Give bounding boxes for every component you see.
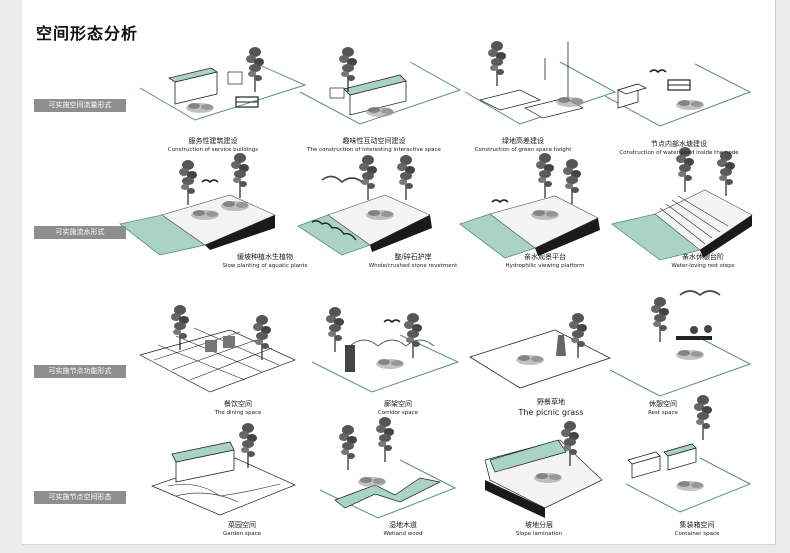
caption-rest-space: 休憩空间 Rest space xyxy=(588,400,738,418)
caption-stone-revetment: 整/碎石护岸 Whole/crushed stone revetment xyxy=(338,253,488,271)
caption-zh: 集装箱空间 xyxy=(679,521,715,529)
caption-water-pond: 节点内部水塘建设 Construction of water pond insi… xyxy=(604,140,754,158)
row-4-panels xyxy=(151,394,752,519)
panel-service-buildings xyxy=(139,46,307,121)
caption-picnic-grass: 野餐草地 The picnic grass xyxy=(476,398,626,418)
caption-rest-steps: 亲水休憩台阶 Water-loving rest steps xyxy=(628,253,778,271)
caption-en: Slope lamination xyxy=(515,531,563,537)
row-3-panels xyxy=(139,290,752,397)
row-1-panels xyxy=(139,40,752,127)
caption-en: The dining space xyxy=(214,410,262,416)
caption-zh: 缓坡种植水生植物 xyxy=(237,253,293,261)
caption-zh: 趣味性互动空间建设 xyxy=(342,137,406,145)
panel-rest-space xyxy=(609,290,752,397)
caption-corridor-space: 廊架空间 Corridor space xyxy=(323,400,473,418)
caption-zh: 廊架空间 xyxy=(384,400,412,408)
panel-picnic-grass xyxy=(469,312,612,389)
panel-wetland-wood xyxy=(319,416,457,519)
row-label-3: 可实施节点功能形式 xyxy=(34,365,126,378)
panel-rest-steps xyxy=(611,146,753,261)
caption-en: Construction of service buildings xyxy=(167,147,259,153)
row-label-1: 可实施空间流量形式 xyxy=(34,99,126,112)
panel-water-pond xyxy=(604,63,752,127)
caption-en: Container space xyxy=(674,531,720,537)
caption-en: Wetland wood xyxy=(383,531,423,537)
caption-en: Rest space xyxy=(648,410,678,416)
caption-slope-lamination: 坡地分层 Slope lamination xyxy=(464,521,614,539)
caption-en: Hydrophilic viewing platform xyxy=(505,263,585,269)
caption-dining-space: 餐饮空间 The dining space xyxy=(163,400,313,418)
panel-slope-lamination xyxy=(484,420,603,518)
caption-zh: 节点内部水塘建设 xyxy=(651,140,707,148)
row-label-2: 可实施流水形式 xyxy=(34,226,126,239)
row-2-panels xyxy=(119,146,753,261)
caption-en: Slow planting of aquatic plants xyxy=(222,263,308,269)
caption-en: Corridor space xyxy=(377,410,419,416)
caption-zh: 湿地木道 xyxy=(389,521,417,529)
caption-zh: 亲水观景平台 xyxy=(524,253,566,261)
panel-garden-space xyxy=(151,422,296,516)
caption-zh: 亲水休憩台阶 xyxy=(682,253,724,261)
caption-viewing-platform: 亲水观景平台 Hydrophilic viewing platform xyxy=(470,253,620,271)
caption-en: Water-loving rest steps xyxy=(671,263,735,269)
panel-green-height xyxy=(464,40,617,125)
panel-aquatic-plants xyxy=(119,152,276,256)
caption-en: The picnic grass xyxy=(518,408,584,417)
caption-aquatic-plants: 缓坡种植水生植物 Slow planting of aquatic plants xyxy=(190,253,340,271)
caption-interactive-space: 趣味性互动空间建设 The construction of interestin… xyxy=(299,137,449,155)
panel-interactive-space xyxy=(299,46,462,125)
caption-en: Construction of green space height xyxy=(474,147,572,153)
caption-en: Whole/crushed stone revetment xyxy=(368,263,458,269)
caption-zh: 野餐草地 xyxy=(537,398,565,406)
caption-en: Garden space xyxy=(222,531,262,537)
caption-zh: 休憩空间 xyxy=(649,400,677,408)
row-label-4: 可实施节点空间形态 xyxy=(34,491,126,504)
caption-garden-space: 菜园空间 Garden space xyxy=(167,521,317,539)
panel-container-space xyxy=(625,394,752,513)
panel-viewing-platform xyxy=(459,152,600,259)
caption-zh: 坡地分层 xyxy=(525,521,553,529)
caption-zh: 餐饮空间 xyxy=(224,400,252,408)
caption-en: Construction of water pond inside the no… xyxy=(619,150,739,156)
page-title: 空间形态分析 xyxy=(36,24,139,43)
caption-zh: 绿地高差建设 xyxy=(502,137,544,145)
caption-wetland-wood: 湿地木道 Wetland wood xyxy=(328,521,478,539)
panel-corridor-space xyxy=(311,306,460,393)
caption-green-height: 绿地高差建设 Construction of green space heigh… xyxy=(448,137,598,155)
caption-zh: 整/碎石护岸 xyxy=(394,253,432,261)
caption-container-space: 集装箱空间 Container space xyxy=(622,521,772,539)
panel-stone-revetment xyxy=(297,154,432,256)
caption-service-buildings: 服务性建筑建设 Construction of service building… xyxy=(138,137,288,155)
panel-dining-space xyxy=(139,304,296,393)
caption-zh: 菜园空间 xyxy=(228,521,256,529)
caption-en: The construction of interesting interact… xyxy=(307,147,441,153)
caption-zh: 服务性建筑建设 xyxy=(188,137,238,145)
